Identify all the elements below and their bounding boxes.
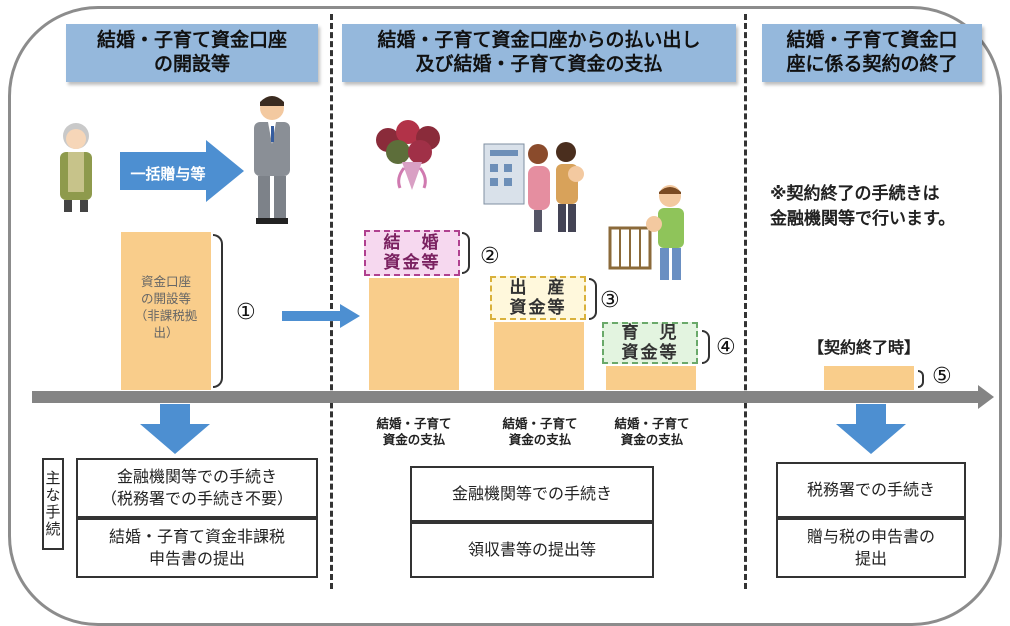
procedure-box-left-2: 結婚・子育て資金非課税 申告書の提出: [76, 518, 318, 578]
flow-arrow-icon: [282, 304, 360, 328]
procedure-box-middle-2: 領収書等の提出等: [410, 522, 654, 578]
step-five-label: ⑤: [932, 364, 952, 389]
header-contract-end: 結婚・子育て資金口 座に係る契約の終了: [762, 24, 982, 82]
brace-three: [589, 278, 597, 320]
marriage-funds-label: 結 婚 資金等: [364, 230, 460, 276]
procedure-box-right-1: 税務署での手続き: [776, 462, 966, 518]
birth-funds-label: 出 産 資金等: [490, 276, 586, 320]
header-account-opening: 結婚・子育て資金口座 の開設等: [66, 24, 318, 82]
man-in-suit-icon: [254, 96, 290, 224]
birth-funds-bar: [494, 322, 584, 390]
timeline-arrowhead: [978, 385, 994, 409]
procedure-box-middle-1: 金融機関等での手続き: [410, 466, 654, 522]
divider-right: [744, 14, 747, 589]
marriage-funds-bar: [369, 278, 459, 390]
hospital-family-icon: [483, 142, 584, 232]
account-opening-bar-text: 資金口座 の開設等 （非課税拠 出）: [134, 274, 198, 340]
payment-label-marriage: 結婚・子育て 資金の支払: [376, 416, 452, 448]
father-with-baby-icon: [608, 185, 684, 280]
timeline-bar: [32, 391, 982, 403]
contract-end-bar: [824, 366, 914, 390]
payment-label-birth: 結婚・子育て 資金の支払: [502, 416, 578, 448]
procedure-box-left-1: 金融機関等での手続き （税務署での手続き不要）: [76, 458, 318, 518]
grandmother-icon: [60, 123, 92, 212]
brace-two: [462, 232, 470, 274]
gift-arrow-icon: [120, 140, 244, 202]
step-one-label: ①: [236, 300, 256, 325]
step-four-label: ④: [716, 335, 736, 360]
header-withdrawal-payment: 結婚・子育て資金口座からの払い出し 及び結婚・子育て資金の支払: [342, 24, 736, 82]
divider-left: [330, 14, 333, 589]
down-arrow-icon-left: [140, 404, 210, 454]
contract-end-label: 【契約終了時】: [808, 338, 921, 357]
procedure-box-right-2: 贈与税の申告書の 提出: [776, 518, 966, 578]
payment-label-childcare: 結婚・子育て 資金の支払: [614, 416, 690, 448]
down-arrow-icon-right: [836, 404, 906, 454]
step-three-label: ③: [600, 288, 620, 313]
brace-four: [702, 330, 710, 364]
brace-five: [918, 370, 924, 388]
childcare-funds-label: 育 児 資金等: [602, 322, 698, 364]
gift-arrow-label: 一括贈与等: [130, 165, 206, 183]
main-procedures-label: 主な手続: [42, 458, 64, 550]
step-two-label: ②: [480, 244, 500, 269]
bouquet-icon: [376, 120, 440, 190]
brace-one: [213, 234, 223, 388]
childcare-funds-bar: [606, 366, 696, 390]
account-opening-bar: [121, 232, 211, 390]
contract-end-note: ※契約終了の手続きは 金融機関等で行います。: [770, 184, 956, 229]
